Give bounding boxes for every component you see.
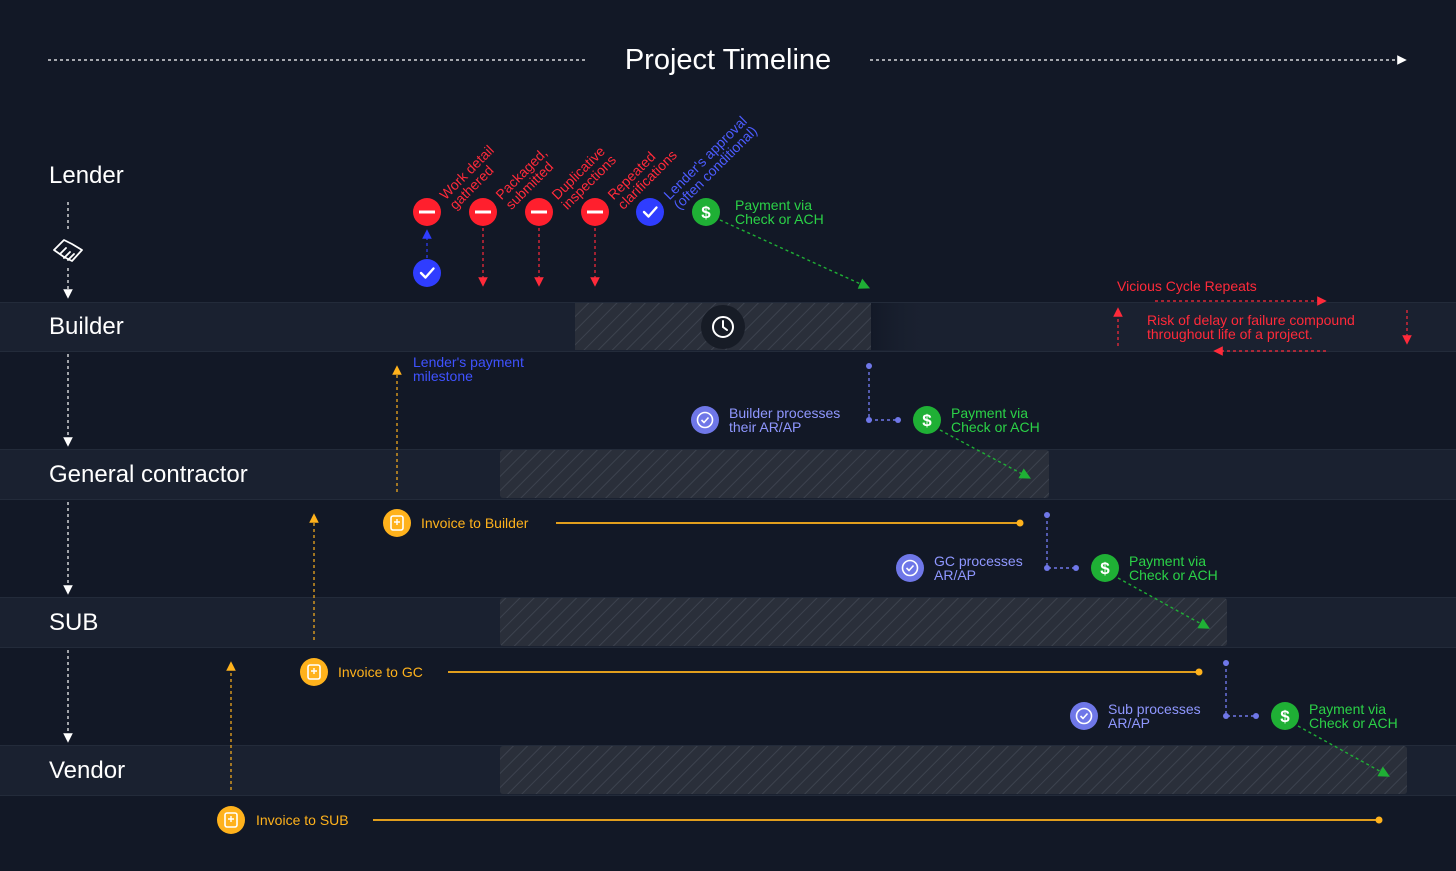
vendor-wait-bar: [500, 746, 1407, 794]
payment-label-builder: Payment via Check or ACH: [951, 405, 1040, 435]
gc-wait-bar: [500, 450, 1049, 498]
payment-label-sub: Payment via Check or ACH: [1309, 701, 1398, 731]
svg-text:$: $: [701, 203, 711, 222]
invoice-icon: [217, 806, 245, 834]
cycle-title: Vicious Cycle Repeats: [1117, 278, 1257, 294]
invoice-label-builder: Invoice to Builder: [421, 515, 529, 531]
invoice-icon: [300, 658, 328, 686]
invoice-icon: [383, 509, 411, 537]
milestone-label: Lender's payment milestone: [413, 354, 524, 384]
role-sub: SUB: [49, 609, 99, 636]
svg-text:$: $: [1280, 707, 1290, 726]
cycle-description: Risk of delay or failure compound throug…: [1147, 312, 1355, 342]
process-check-icon: [691, 406, 719, 434]
clock-icon: [701, 305, 745, 349]
check-icon: [636, 198, 664, 226]
minus-icon: [413, 198, 441, 226]
role-general-contractor: General contractor: [49, 461, 248, 488]
svg-text:$: $: [922, 411, 932, 430]
role-builder: Builder: [49, 313, 124, 340]
dollar-icon: $: [1271, 702, 1299, 730]
handshake-icon: [53, 239, 83, 262]
dollar-icon: $: [692, 198, 720, 226]
role-lender: Lender: [49, 162, 124, 189]
dollar-icon: $: [1091, 554, 1119, 582]
process-label-gc: GC processes AR/AP: [934, 553, 1023, 583]
minus-icon: [581, 198, 609, 226]
minus-icon: [469, 198, 497, 226]
payment-label-lender: Payment via Check or ACH: [735, 197, 824, 227]
process-check-icon: [896, 554, 924, 582]
cycle-arrows: [1113, 296, 1412, 356]
svg-text:$: $: [1100, 559, 1110, 578]
page-title: Project Timeline: [0, 42, 1456, 78]
dollar-icon: $: [913, 406, 941, 434]
payment-label-gc: Payment via Check or ACH: [1129, 553, 1218, 583]
invoice-label-sub: Invoice to SUB: [256, 812, 349, 828]
process-check-icon: [1070, 702, 1098, 730]
invoice-label-gc: Invoice to GC: [338, 664, 423, 680]
sub-wait-bar: [500, 598, 1227, 646]
role-vendor: Vendor: [49, 757, 126, 784]
process-label-builder: Builder processes their AR/AP: [729, 405, 841, 435]
minus-icon: [525, 198, 553, 226]
check-icon: [413, 259, 441, 287]
process-label-sub: Sub processes AR/AP: [1108, 701, 1201, 731]
